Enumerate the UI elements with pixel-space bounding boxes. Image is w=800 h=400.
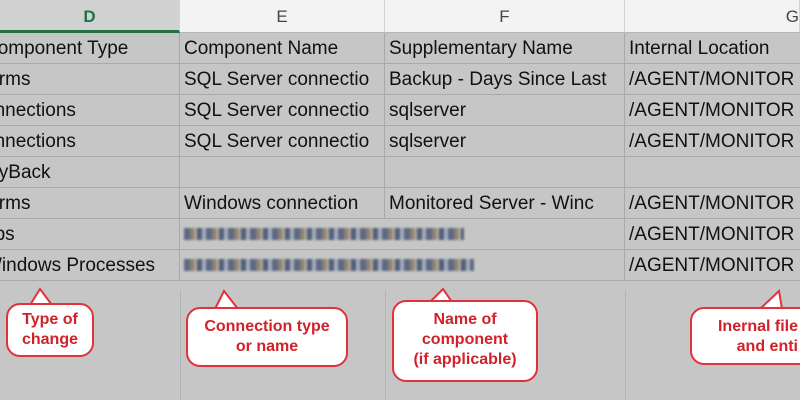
redacted-text (184, 228, 464, 240)
callout-line: or name (235, 338, 299, 355)
cell-g1[interactable]: Internal Location (625, 33, 800, 64)
cell-g2[interactable]: /AGENT/MONITOR (625, 64, 800, 95)
cell-g3[interactable]: /AGENT/MONITOR (625, 95, 800, 126)
cell-d7[interactable]: obs (0, 219, 180, 250)
callout-line: component (421, 331, 509, 348)
cell-e4[interactable]: SQL Server connectio (180, 126, 385, 157)
cell-g8[interactable]: /AGENT/MONITOR (625, 250, 800, 281)
cell-e6[interactable]: Windows connection (180, 188, 385, 219)
cell-f6[interactable]: Monitored Server - Winc (385, 188, 625, 219)
column-header-e[interactable]: E (180, 0, 385, 33)
cell-g7[interactable]: /AGENT/MONITOR (625, 219, 800, 250)
table-row: obs /AGENT/MONITOR (0, 219, 800, 250)
callout-line: (if applicable) (413, 351, 517, 368)
column-header-g[interactable]: G (625, 0, 800, 33)
gridline (385, 290, 386, 400)
empty-grid-area (0, 290, 800, 400)
callout-line: Type of (22, 311, 78, 328)
cell-d5[interactable]: layBack (0, 157, 180, 188)
cell-f2[interactable]: Backup - Days Since Last (385, 64, 625, 95)
cell-f1[interactable]: Supplementary Name (385, 33, 625, 64)
cell-d2[interactable]: larms (0, 64, 180, 95)
table-row: onnections SQL Server connectio sqlserve… (0, 126, 800, 157)
callout-type-of-change: Type of change (6, 303, 94, 357)
cell-e2[interactable]: SQL Server connectio (180, 64, 385, 95)
cell-g4[interactable]: /AGENT/MONITOR (625, 126, 800, 157)
callout-line: change (21, 331, 78, 348)
table-row: Windows Processes /AGENT/MONITOR (0, 250, 800, 281)
cell-d6[interactable]: larms (0, 188, 180, 219)
callout-line: Name of (433, 311, 497, 328)
callout-line: Connection type (204, 318, 330, 335)
cell-d4[interactable]: onnections (0, 126, 180, 157)
callout-line: Inernal file (717, 318, 798, 335)
table-row: onnections SQL Server connectio sqlserve… (0, 95, 800, 126)
redacted-text (184, 259, 474, 271)
callout-line: and enti (736, 338, 798, 355)
cell-f5[interactable] (385, 157, 625, 188)
table-row: layBack (0, 157, 800, 188)
table-row: Component Type Component Name Supplement… (0, 33, 800, 64)
cell-f8[interactable] (385, 250, 625, 281)
cell-d3[interactable]: onnections (0, 95, 180, 126)
cell-e8[interactable] (180, 250, 474, 281)
cell-f4[interactable]: sqlserver (385, 126, 625, 157)
cell-g6[interactable]: /AGENT/MONITOR (625, 188, 800, 219)
gridline (180, 290, 181, 400)
cell-e7[interactable] (180, 219, 464, 250)
cell-g5[interactable] (625, 157, 800, 188)
column-header-f[interactable]: F (385, 0, 625, 33)
callout-internal: Inernal file and enti (690, 307, 800, 365)
cell-d1[interactable]: Component Type (0, 33, 180, 64)
cell-e5[interactable] (180, 157, 385, 188)
table-row: larms SQL Server connectio Backup - Days… (0, 64, 800, 95)
callout-component: Name of component (if applicable) (392, 300, 538, 382)
cell-f7[interactable] (385, 219, 625, 250)
table-row: larms Windows connection Monitored Serve… (0, 188, 800, 219)
cell-d8[interactable]: Windows Processes (0, 250, 180, 281)
cell-f3[interactable]: sqlserver (385, 95, 625, 126)
cell-e3[interactable]: SQL Server connectio (180, 95, 385, 126)
callout-connection: Connection type or name (186, 307, 348, 367)
cell-e1[interactable]: Component Name (180, 33, 385, 64)
column-header-d[interactable]: D (0, 0, 180, 33)
gridline (625, 290, 626, 400)
